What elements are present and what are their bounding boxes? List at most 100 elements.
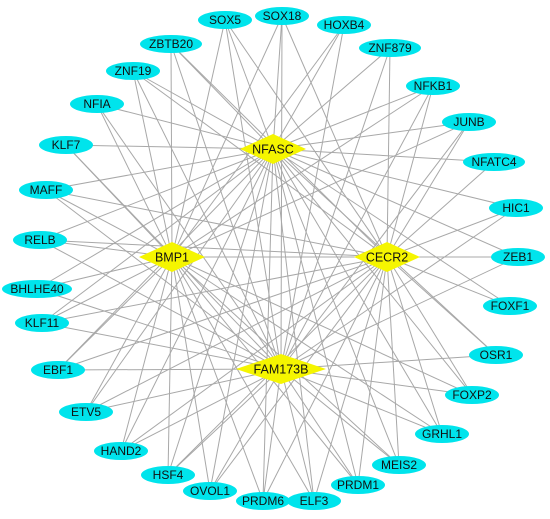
edge-fam173b-prdm6 bbox=[262, 368, 282, 502]
tf-node-sox18[interactable]: SOX18 bbox=[255, 7, 309, 25]
edge-nfasc-hic1 bbox=[272, 148, 517, 209]
tf-node-meis2[interactable]: MEIS2 bbox=[372, 456, 426, 474]
tf-node-shape bbox=[94, 442, 148, 460]
tf-node-label: ZNF879 bbox=[368, 41, 412, 55]
edge-fam173b-hoxb4 bbox=[280, 24, 345, 370]
tf-node-prdm6[interactable]: PRDM6 bbox=[236, 492, 290, 510]
tf-node-shape bbox=[31, 361, 85, 379]
tf-node-zbtb20[interactable]: ZBTB20 bbox=[140, 35, 202, 53]
tf-node-shape bbox=[236, 492, 290, 510]
tf-node-shape bbox=[489, 199, 543, 217]
tf-node-junb[interactable]: JUNB bbox=[442, 113, 496, 131]
edge-fam173b-nfkb1 bbox=[280, 85, 434, 370]
tf-node-shape bbox=[70, 95, 124, 113]
edge-cecr2-meis2 bbox=[386, 256, 400, 466]
edge-nfasc-maff bbox=[45, 148, 274, 191]
tf-node-label: HOXB4 bbox=[324, 18, 365, 32]
edge-fam173b-hic1 bbox=[280, 207, 517, 370]
edge-cecr2-elf3 bbox=[313, 256, 388, 502]
tf-node-label: MAFF bbox=[30, 183, 63, 197]
edge-cecr2-foxp2 bbox=[386, 256, 473, 396]
edge-nfasc-klf11 bbox=[41, 148, 274, 324]
tf-node-shape bbox=[287, 492, 341, 510]
edge-bmp1-junb bbox=[171, 121, 470, 258]
tf-node-osr1[interactable]: OSR1 bbox=[469, 346, 523, 364]
tf-node-label: BHLHE40 bbox=[10, 282, 64, 296]
tf-node-nfatc4[interactable]: NFATC4 bbox=[463, 153, 525, 171]
tf-node-hsf4[interactable]: HSF4 bbox=[141, 466, 195, 484]
edge-bmp1-znf19 bbox=[132, 70, 173, 258]
edge-nfasc-sox18 bbox=[272, 15, 283, 150]
edge-fam173b-sox18 bbox=[280, 15, 283, 370]
tf-node-label: ZNF19 bbox=[115, 64, 152, 78]
edge-fam173b-ovol1 bbox=[209, 368, 282, 492]
tf-node-klf11[interactable]: KLF11 bbox=[15, 314, 69, 332]
edge-fam173b-elf3 bbox=[280, 368, 315, 502]
edge-fam173b-grhl1 bbox=[280, 368, 443, 435]
hub-node-nfasc[interactable]: NFASC bbox=[240, 134, 306, 164]
tf-node-label: NFATC4 bbox=[471, 155, 516, 169]
tf-node-foxf1[interactable]: FOXF1 bbox=[483, 297, 537, 315]
tf-node-label: PRDM1 bbox=[337, 478, 379, 492]
edge-nfasc-relb bbox=[39, 148, 274, 241]
edge-cecr2-junb bbox=[386, 121, 470, 258]
edge-nfasc-nfia bbox=[96, 103, 274, 150]
edge-nfasc-zbtb20 bbox=[170, 43, 274, 150]
hub-node-shape bbox=[354, 242, 420, 272]
tf-node-elf3[interactable]: ELF3 bbox=[287, 492, 341, 510]
tf-node-nfkb1[interactable]: NFKB1 bbox=[406, 77, 460, 95]
edge-bmp1-klf11 bbox=[41, 256, 173, 324]
edge-nfasc-foxf1 bbox=[272, 148, 511, 307]
edge-fam173b-bhlhe40 bbox=[36, 288, 282, 370]
tf-node-shape bbox=[372, 456, 426, 474]
edge-cecr2-znf879 bbox=[386, 47, 391, 258]
tf-node-label: HIC1 bbox=[502, 201, 530, 215]
edge-fam173b-zbtb20 bbox=[170, 43, 282, 370]
tf-node-klf7[interactable]: KLF7 bbox=[39, 136, 93, 154]
edge-fam173b-znf19 bbox=[132, 70, 282, 370]
tf-node-hic1[interactable]: HIC1 bbox=[489, 199, 543, 217]
tf-node-ovol1[interactable]: OVOL1 bbox=[183, 482, 237, 500]
edge-bmp1-sox18 bbox=[171, 15, 283, 258]
tf-node-zeb1[interactable]: ZEB1 bbox=[491, 248, 545, 266]
tf-node-shape bbox=[469, 346, 523, 364]
tf-node-nfia[interactable]: NFIA bbox=[70, 95, 124, 113]
edge-cecr2-ebf1 bbox=[57, 256, 388, 371]
tf-node-bhlhe40[interactable]: BHLHE40 bbox=[2, 280, 72, 298]
tf-node-znf19[interactable]: ZNF19 bbox=[106, 62, 160, 80]
tf-node-znf879[interactable]: ZNF879 bbox=[359, 39, 421, 57]
edge-bmp1-foxp2 bbox=[171, 256, 473, 396]
tf-node-sox5[interactable]: SOX5 bbox=[198, 11, 252, 29]
tf-node-grhl1[interactable]: GRHL1 bbox=[415, 425, 469, 443]
tf-node-hoxb4[interactable]: HOXB4 bbox=[317, 16, 371, 34]
tf-node-label: ELF3 bbox=[300, 494, 329, 508]
tf-node-shape bbox=[15, 314, 69, 332]
tf-node-foxp2[interactable]: FOXP2 bbox=[445, 386, 499, 404]
edge-bmp1-elf3 bbox=[171, 256, 315, 502]
tf-node-shape bbox=[483, 297, 537, 315]
tf-node-ebf1[interactable]: EBF1 bbox=[31, 361, 85, 379]
edge-bmp1-etv5 bbox=[85, 256, 173, 413]
tf-node-shape bbox=[445, 386, 499, 404]
edge-cecr2-nfkb1 bbox=[386, 85, 434, 258]
tf-node-etv5[interactable]: ETV5 bbox=[59, 403, 113, 421]
edge-fam173b-zeb1 bbox=[280, 256, 519, 370]
hub-node-shape bbox=[240, 134, 306, 164]
tf-node-label: JUNB bbox=[453, 115, 484, 129]
edge-fam173b-etv5 bbox=[85, 368, 282, 413]
tf-node-hand2[interactable]: HAND2 bbox=[94, 442, 148, 460]
edge-fam173b-hand2 bbox=[120, 368, 282, 452]
tf-node-relb[interactable]: RELB bbox=[13, 231, 67, 249]
edge-cecr2-sox18 bbox=[281, 15, 388, 258]
hub-node-fam173b[interactable]: FAM173B bbox=[236, 354, 326, 384]
hub-node-cecr2[interactable]: CECR2 bbox=[354, 242, 420, 272]
tf-node-label: GRHL1 bbox=[422, 427, 462, 441]
edge-bmp1-maff bbox=[45, 189, 173, 258]
edge-nfasc-sox5 bbox=[224, 19, 274, 150]
tf-node-prdm1[interactable]: PRDM1 bbox=[331, 476, 385, 494]
hub-node-bmp1[interactable]: BMP1 bbox=[139, 242, 205, 272]
edge-bmp1-nfia bbox=[96, 103, 173, 258]
hub-node-label: NFASC bbox=[252, 143, 294, 157]
edge-cecr2-relb bbox=[39, 239, 388, 258]
tf-node-maff[interactable]: MAFF bbox=[19, 181, 73, 199]
